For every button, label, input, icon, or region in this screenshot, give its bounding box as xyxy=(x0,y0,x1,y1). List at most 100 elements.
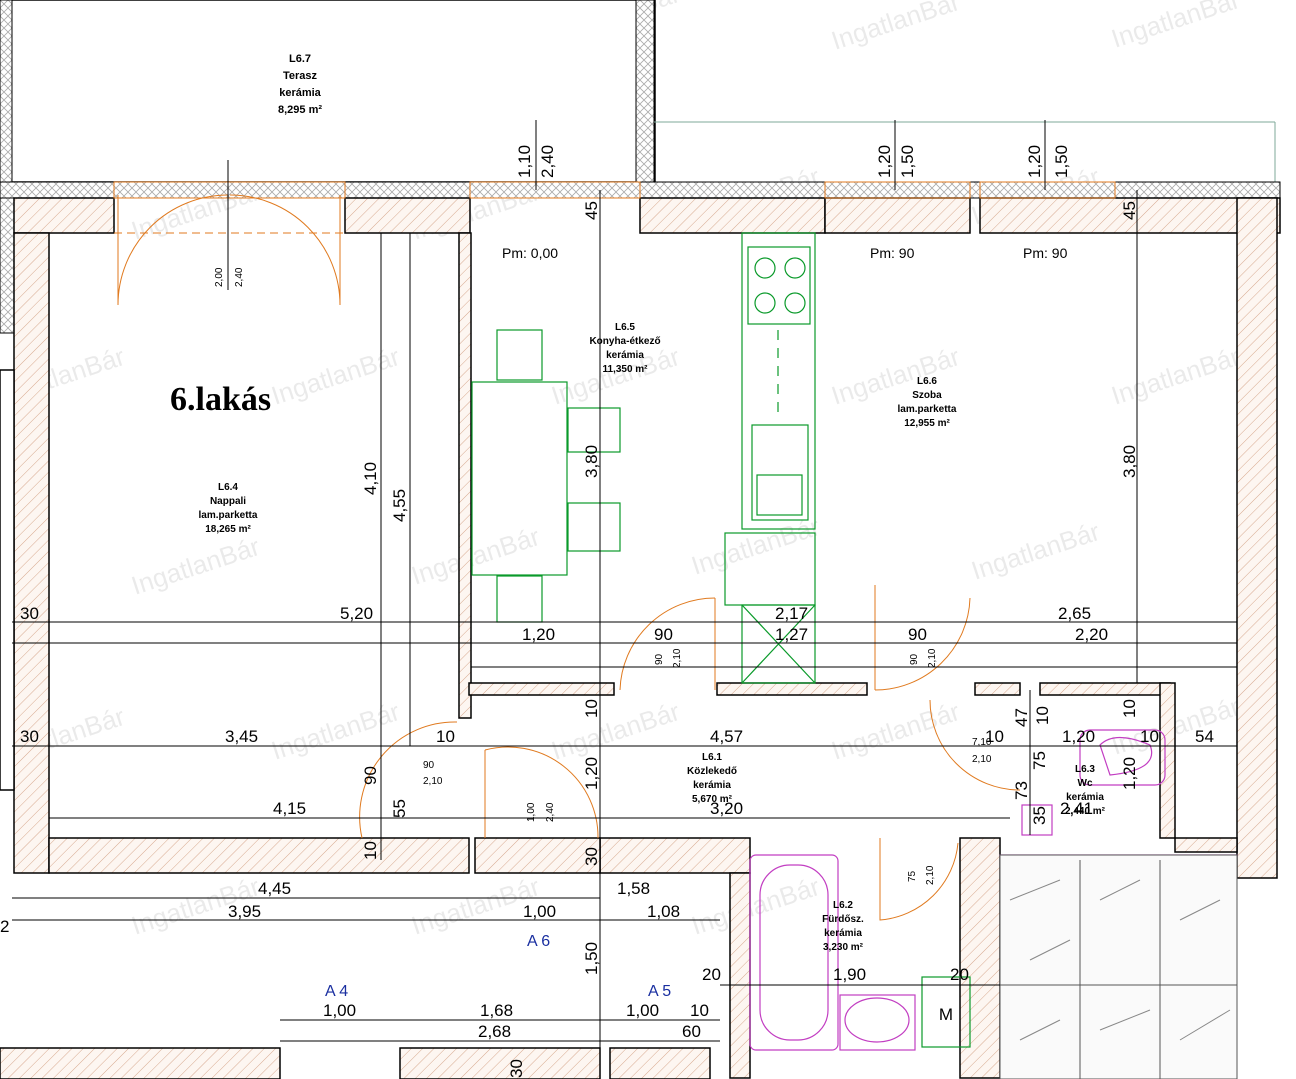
openings xyxy=(113,181,1116,921)
svg-text:Fürdősz.: Fürdősz. xyxy=(822,914,864,925)
svg-text:2,10: 2,10 xyxy=(672,648,683,668)
svg-text:2,41: 2,41 xyxy=(1060,799,1093,818)
svg-text:2,17: 2,17 xyxy=(775,604,808,623)
svg-text:1,00: 1,00 xyxy=(323,1001,356,1020)
axis-a5: A 5 xyxy=(648,983,671,1000)
svg-text:Közlekedő: Közlekedő xyxy=(687,766,737,777)
svg-text:2,40: 2,40 xyxy=(545,802,556,822)
svg-text:IngatlanBár: IngatlanBár xyxy=(828,0,964,56)
svg-text:3,95: 3,95 xyxy=(228,902,261,921)
svg-text:1,20: 1,20 xyxy=(1062,727,1095,746)
svg-text:L6.4: L6.4 xyxy=(218,482,238,493)
svg-text:20: 20 xyxy=(702,965,721,984)
svg-text:2,65: 2,65 xyxy=(1058,604,1091,623)
svg-text:L6.5: L6.5 xyxy=(615,322,635,333)
svg-text:10: 10 xyxy=(690,1001,709,1020)
apartment-title: 6.lakás xyxy=(170,381,271,418)
svg-text:IngatlanBár: IngatlanBár xyxy=(828,696,964,766)
svg-text:IngatlanBár: IngatlanBár xyxy=(268,341,404,411)
svg-text:IngatlanBár: IngatlanBár xyxy=(1108,0,1244,54)
room-szoba: L6.6 Szoba lam.parketta 12,955 m² xyxy=(898,376,957,429)
svg-text:1,20: 1,20 xyxy=(1120,757,1139,790)
svg-text:5,20: 5,20 xyxy=(340,604,373,623)
svg-text:IngatlanBár: IngatlanBár xyxy=(688,511,824,581)
svg-text:1,27: 1,27 xyxy=(775,625,808,644)
svg-text:2: 2 xyxy=(0,917,9,936)
axis-a4: A 4 xyxy=(325,983,348,1000)
svg-text:L6.3: L6.3 xyxy=(1075,764,1095,775)
svg-text:10: 10 xyxy=(985,727,1004,746)
svg-text:Nappali: Nappali xyxy=(210,496,246,507)
svg-text:1,50: 1,50 xyxy=(1052,145,1071,178)
door-dimension-texts: 90 2,10 7,10 2,10 xyxy=(423,737,992,787)
svg-text:1,50: 1,50 xyxy=(898,145,917,178)
svg-text:90: 90 xyxy=(908,625,927,644)
svg-text:90: 90 xyxy=(909,653,920,665)
svg-text:90: 90 xyxy=(654,625,673,644)
svg-text:L6.2: L6.2 xyxy=(833,900,853,911)
svg-text:2,00: 2,00 xyxy=(214,267,225,287)
svg-text:35: 35 xyxy=(1030,806,1049,825)
svg-text:75: 75 xyxy=(907,870,918,882)
axis-labels: A 6 A 4 A 5 xyxy=(325,933,671,1000)
parapet-left xyxy=(0,197,15,334)
svg-text:1,20: 1,20 xyxy=(522,625,555,644)
dimension-texts-horizontal: 30 5,20 2,17 2,65 1,20 90 1,27 90 2,20 3… xyxy=(0,604,1214,1041)
room-nappali: L6.4 Nappali lam.parketta 18,265 m² xyxy=(199,482,258,535)
svg-text:10: 10 xyxy=(436,727,455,746)
washing-machine xyxy=(921,976,971,1048)
svg-text:45: 45 xyxy=(582,201,601,220)
svg-text:10: 10 xyxy=(1033,706,1052,725)
stairwell xyxy=(999,854,1238,1079)
svg-text:1,68: 1,68 xyxy=(480,1001,513,1020)
terrace xyxy=(0,0,1276,183)
svg-text:5,670 m²: 5,670 m² xyxy=(692,794,733,805)
dimension-texts-vertical: 1,10 2,40 1,20 1,50 1,20 1,50 45 45 2,00… xyxy=(214,145,1139,1078)
svg-text:1,00: 1,00 xyxy=(626,1001,659,1020)
svg-text:2,40: 2,40 xyxy=(234,267,245,287)
svg-text:Pm: 90: Pm: 90 xyxy=(870,245,915,261)
svg-text:10: 10 xyxy=(1140,727,1159,746)
svg-text:3,20: 3,20 xyxy=(710,799,743,818)
svg-text:3,230 m²: 3,230 m² xyxy=(823,942,864,953)
dimension-lines xyxy=(12,120,1237,1079)
svg-text:IngatlanBár: IngatlanBár xyxy=(548,696,684,766)
svg-text:55: 55 xyxy=(390,799,409,818)
svg-text:30: 30 xyxy=(582,847,601,866)
room-konyha: L6.5 Konyha-étkező kerámia 11,350 m² xyxy=(589,322,660,375)
svg-text:75: 75 xyxy=(1030,751,1049,770)
svg-text:Pm: 90: Pm: 90 xyxy=(1023,245,1068,261)
svg-text:47: 47 xyxy=(1012,708,1031,727)
room-furdo: L6.2 Fürdősz. kerámia 3,230 m² xyxy=(822,900,864,953)
walls xyxy=(0,197,1281,1079)
svg-text:90: 90 xyxy=(423,760,435,771)
svg-text:4,45: 4,45 xyxy=(258,879,291,898)
room-terasz: L6.7 Terasz kerámia 8,295 m² xyxy=(278,53,322,116)
svg-text:lam.parketta: lam.parketta xyxy=(199,510,258,521)
svg-text:1,10: 1,10 xyxy=(515,145,534,178)
svg-text:3,45: 3,45 xyxy=(225,727,258,746)
svg-text:1,00: 1,00 xyxy=(523,902,556,921)
svg-text:1,58: 1,58 xyxy=(617,879,650,898)
svg-text:4,55: 4,55 xyxy=(390,489,409,522)
svg-text:2,10: 2,10 xyxy=(972,754,992,765)
svg-text:2,440 m²: 2,440 m² xyxy=(1065,806,1106,817)
svg-text:kerámia: kerámia xyxy=(824,928,862,939)
svg-text:30: 30 xyxy=(20,727,39,746)
svg-text:18,265 m²: 18,265 m² xyxy=(205,524,251,535)
svg-text:Konyha-étkező: Konyha-étkező xyxy=(589,336,660,347)
washing-machine-label: M xyxy=(939,1005,953,1024)
svg-text:3,80: 3,80 xyxy=(582,445,601,478)
svg-text:2,40: 2,40 xyxy=(538,145,557,178)
svg-text:L6.7: L6.7 xyxy=(289,53,311,65)
axis-a6: A 6 xyxy=(527,933,550,950)
room-kozlekedo: L6.1 Közlekedő kerámia 5,670 m² xyxy=(687,752,737,805)
svg-text:60: 60 xyxy=(682,1022,701,1041)
svg-text:1,90: 1,90 xyxy=(833,965,866,984)
floor-height-labels: Pm: 0,00 Pm: 90 Pm: 90 xyxy=(502,245,1068,261)
svg-text:1,08: 1,08 xyxy=(647,902,680,921)
svg-text:kerámia: kerámia xyxy=(693,780,731,791)
svg-text:2,10: 2,10 xyxy=(925,865,936,885)
svg-text:1,50: 1,50 xyxy=(582,942,601,975)
